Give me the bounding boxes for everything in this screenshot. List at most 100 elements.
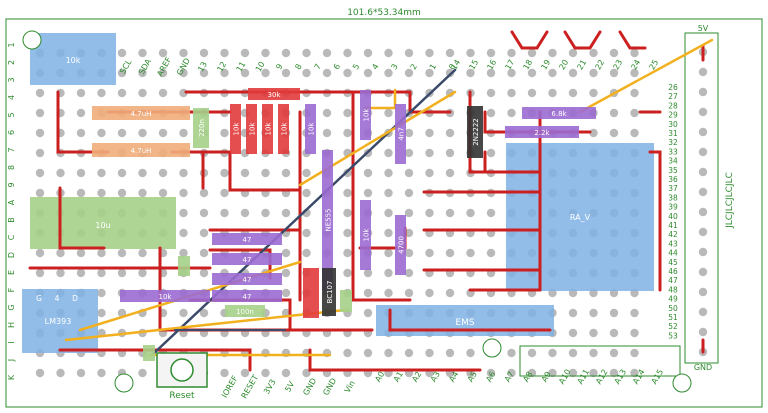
pad — [384, 188, 393, 198]
green-capacitor-block — [30, 197, 176, 249]
pad — [117, 268, 127, 278]
module-block-right — [506, 143, 654, 291]
pad — [343, 208, 352, 218]
digital-pin-label: 52 — [668, 322, 678, 331]
pad — [425, 48, 434, 58]
pad — [486, 368, 496, 378]
pad — [97, 128, 106, 138]
header-label-top: 0 — [447, 62, 457, 71]
pad — [76, 248, 86, 258]
pad — [486, 88, 496, 98]
bottom-analog-frame — [519, 345, 681, 377]
pad — [466, 208, 475, 218]
resistor-10k-a: 10k — [305, 104, 316, 154]
pad — [35, 148, 45, 158]
pad — [527, 88, 537, 98]
pad — [158, 48, 168, 58]
pad — [199, 188, 209, 198]
pad — [404, 148, 414, 158]
side-text: JLCJLCJLCJLC — [725, 172, 735, 229]
pad — [698, 187, 708, 197]
pad — [384, 348, 393, 358]
pad — [425, 68, 434, 78]
pad — [589, 128, 598, 138]
row-label: 1 — [7, 42, 16, 47]
pad — [138, 268, 147, 278]
pad — [698, 147, 708, 157]
pad — [302, 48, 311, 58]
capacitor-small — [178, 256, 190, 276]
digital-pin-label: 31 — [668, 129, 678, 138]
pad — [199, 68, 209, 78]
pad — [240, 368, 250, 378]
right-header-frame — [684, 32, 719, 364]
header-label-top-right: 21 — [575, 58, 588, 71]
resistor-2k2-label: 2.2k — [534, 129, 550, 137]
pad — [138, 128, 147, 138]
pad — [97, 248, 106, 258]
reset-button[interactable]: Reset — [156, 352, 208, 401]
pad — [179, 208, 188, 218]
resistor-47-b-label: 47 — [243, 256, 252, 264]
transistor-bc107-label: BC107 — [326, 281, 334, 304]
pad — [322, 108, 332, 118]
resistor-red-label: 10k — [249, 122, 257, 136]
pad — [698, 127, 708, 137]
ne555-chip-label: NE555 — [325, 208, 333, 231]
row-label: 7 — [7, 147, 16, 152]
pad — [199, 228, 209, 238]
pad — [548, 368, 557, 378]
pad — [281, 48, 291, 58]
pad — [630, 48, 639, 58]
row-label: A — [7, 199, 16, 205]
digital-pin-label: 36 — [668, 175, 678, 184]
pad — [486, 248, 496, 258]
digital-pin-label: 43 — [668, 239, 678, 248]
pad — [425, 208, 434, 218]
pad — [384, 148, 393, 158]
resistor-47-a: 47 — [212, 233, 282, 245]
pad — [261, 168, 270, 178]
header-label-top: 13 — [196, 60, 209, 73]
inductor-1: 4.7uH — [92, 106, 190, 120]
pad — [527, 348, 537, 358]
pad — [56, 248, 65, 258]
header-label-top: 7 — [313, 62, 323, 71]
pad — [589, 368, 598, 378]
pad — [589, 88, 598, 98]
pad — [404, 228, 414, 238]
pad — [404, 268, 414, 278]
pad — [404, 348, 414, 358]
pad — [404, 68, 414, 78]
pad — [117, 128, 127, 138]
resistor-6k8: 6.8k — [522, 107, 596, 119]
pad — [138, 168, 147, 178]
pad — [220, 368, 229, 378]
digital-pin-label: 26 — [668, 83, 678, 92]
lm393-pin-label: 4 — [55, 294, 60, 303]
pad — [698, 247, 708, 257]
resistor-4700: 4700 — [395, 215, 406, 275]
pad — [363, 348, 373, 358]
row-label: 6 — [7, 130, 16, 135]
pad — [568, 308, 578, 318]
pad — [568, 348, 578, 358]
row-label: H — [7, 322, 16, 328]
pad — [220, 48, 229, 58]
lm393-pin-label: D — [72, 294, 78, 303]
pad — [363, 308, 373, 318]
pad — [466, 348, 475, 358]
pad — [56, 168, 65, 178]
digital-pin-label: 29 — [668, 111, 678, 120]
resistor-47-d-label: 47 — [243, 293, 252, 301]
pad — [589, 68, 598, 78]
pad — [384, 228, 393, 238]
pad — [35, 268, 45, 278]
row-label: D — [7, 252, 16, 258]
pad — [404, 168, 414, 178]
pad — [445, 348, 455, 358]
lm393-block — [22, 289, 98, 353]
pad — [384, 208, 393, 218]
header-label-top-right: 18 — [521, 58, 534, 71]
